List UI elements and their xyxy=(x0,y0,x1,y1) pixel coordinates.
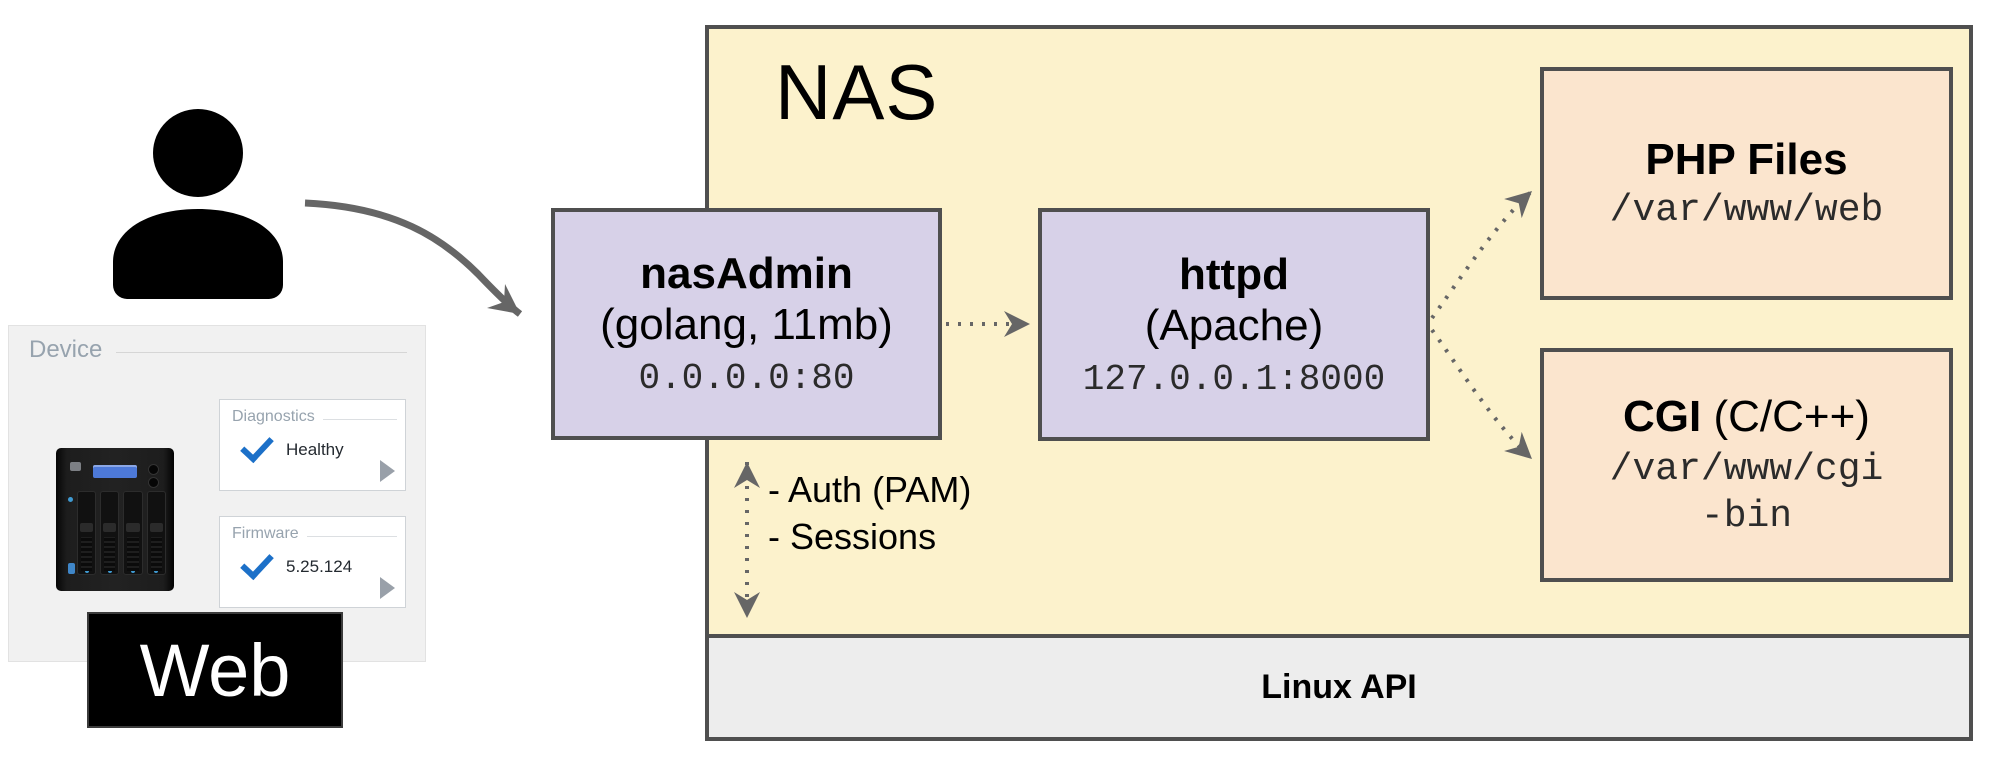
chevron-right-icon[interactable] xyxy=(380,577,395,599)
firmware-card: Firmware 5.25.124 xyxy=(219,516,406,608)
firmware-header: Firmware xyxy=(220,517,405,543)
httpd-subtitle: (Apache) xyxy=(1144,300,1324,350)
web-badge: Web xyxy=(87,612,343,728)
diagnostics-status: Healthy xyxy=(286,440,344,459)
divider-line xyxy=(116,351,407,353)
checkmark-icon xyxy=(240,545,274,581)
httpd-node: httpd (Apache) 127.0.0.1:8000 xyxy=(1038,208,1430,441)
person-icon xyxy=(113,109,283,299)
device-nav-button-down xyxy=(147,476,159,488)
php-files-node: PHP Files /var/www/web xyxy=(1540,67,1953,300)
device-panel-header: Device xyxy=(9,326,425,364)
diagnostics-header: Diagnostics xyxy=(220,400,405,426)
httpd-title: httpd xyxy=(1179,249,1289,299)
firmware-version: 5.25.124 xyxy=(286,557,353,576)
firmware-title: Firmware xyxy=(232,525,299,542)
device-power-button xyxy=(67,562,75,574)
chevron-right-icon[interactable] xyxy=(380,460,395,482)
cgi-title-bold: CGI xyxy=(1623,391,1702,441)
diagnostics-status-row: Healthy xyxy=(220,426,405,464)
user-to-nasadmin-arrow xyxy=(304,199,523,317)
note-auth: - Auth (PAM) xyxy=(768,469,972,510)
httpd-address: 127.0.0.1:8000 xyxy=(1082,358,1386,400)
nasadmin-node: nasAdmin (golang, 11mb) 0.0.0.0:80 xyxy=(551,208,942,440)
nasadmin-title: nasAdmin xyxy=(640,249,853,299)
cgi-title: CGI (C/C++) xyxy=(1623,390,1870,444)
device-panel: Device Diagnostics xyxy=(8,325,426,662)
device-led xyxy=(67,496,73,502)
device-drive-bays xyxy=(77,490,166,576)
nas-title: NAS xyxy=(775,48,939,136)
device-nav-button-up xyxy=(147,463,159,475)
php-files-path: /var/www/web xyxy=(1609,188,1884,232)
drive-bay xyxy=(100,490,120,576)
divider-line xyxy=(322,418,397,420)
diagnostics-title: Diagnostics xyxy=(232,408,315,425)
cgi-path-line1: /var/www/cgi xyxy=(1609,448,1884,492)
device-panel-title: Device xyxy=(29,336,103,363)
cgi-node: CGI (C/C++) /var/www/cgi -bin xyxy=(1540,348,1953,582)
diagnostics-card: Diagnostics Healthy xyxy=(219,399,406,491)
drive-bay xyxy=(123,490,143,576)
drive-bay xyxy=(146,490,166,576)
nasadmin-address: 0.0.0.0:80 xyxy=(638,358,855,400)
web-badge-label: Web xyxy=(139,628,291,712)
nasadmin-notes: - Auth (PAM) - Sessions xyxy=(768,466,971,560)
linux-api-label: Linux API xyxy=(1261,668,1417,706)
linux-api-bar: Linux API xyxy=(709,634,1969,737)
nasadmin-subtitle: (golang, 11mb) xyxy=(600,300,893,350)
checkmark-icon xyxy=(240,428,274,464)
firmware-version-row: 5.25.124 xyxy=(220,543,405,581)
wd-logo-icon xyxy=(70,462,82,472)
device-lcd-screen xyxy=(92,465,138,479)
drive-bay xyxy=(77,490,97,576)
nas-device-image xyxy=(56,448,174,591)
cgi-title-rest: (C/C++) xyxy=(1701,391,1870,441)
note-sessions: - Sessions xyxy=(768,516,937,557)
divider-line xyxy=(306,535,397,537)
php-files-title: PHP Files xyxy=(1645,134,1848,184)
cgi-path-line2: -bin xyxy=(1700,494,1793,538)
